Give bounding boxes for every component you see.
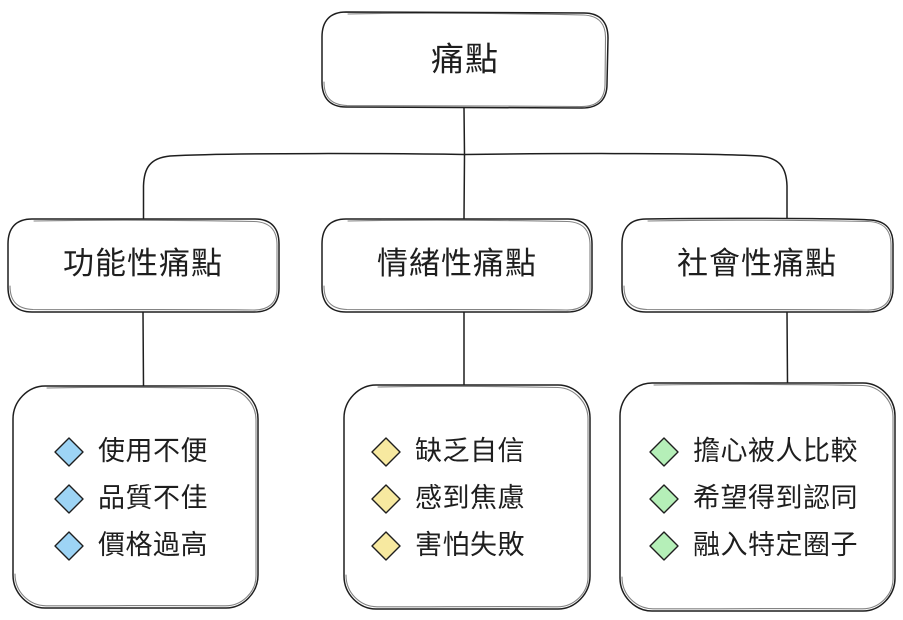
connector-root-to-functional xyxy=(142,152,465,219)
diamond-icon xyxy=(649,437,679,467)
leaf-box-emotional-outline xyxy=(343,384,591,610)
list-item-label: 害怕失敗 xyxy=(415,530,525,560)
connector-root-trunk xyxy=(463,107,466,156)
node-branch-emotional-box-sketch xyxy=(323,219,591,311)
connector-root-to-emotional xyxy=(463,154,466,220)
list-item-label: 缺乏自信 xyxy=(415,436,525,466)
list-item-label: 品質不佳 xyxy=(98,483,208,513)
list-item-label: 價格過高 xyxy=(98,530,208,560)
node-branch-emotional-box xyxy=(321,218,593,313)
leaf-box-functional-sketch xyxy=(14,386,257,607)
list-item[interactable]: 缺乏自信 xyxy=(371,436,525,467)
list-item[interactable]: 融入特定圈子 xyxy=(649,530,858,561)
node-branch-social-box-sketch xyxy=(623,219,892,311)
list-item[interactable]: 使用不便 xyxy=(54,436,208,467)
diamond-icon xyxy=(371,531,401,561)
diamond-icon xyxy=(54,437,84,467)
diamond-icon xyxy=(371,484,401,514)
leaf-box-social[interactable]: 擔心被人比較 希望得到認同 融入特定圈子 xyxy=(619,382,896,612)
connector-functional-to-items xyxy=(142,311,145,387)
node-root-label: 痛點 xyxy=(431,41,499,78)
leaf-box-emotional-sketch xyxy=(345,385,589,608)
connector-social-to-items xyxy=(786,311,789,384)
connector-group xyxy=(142,107,789,387)
list-item-label: 感到焦慮 xyxy=(415,483,525,513)
node-root-box-sketch xyxy=(323,12,607,108)
node-root-box xyxy=(321,11,609,109)
diamond-icon xyxy=(54,531,84,561)
list-item[interactable]: 感到焦慮 xyxy=(371,483,525,514)
node-branch-social-box xyxy=(621,217,894,313)
list-item-label: 擔心被人比較 xyxy=(693,436,858,466)
list-item[interactable]: 品質不佳 xyxy=(54,483,208,514)
diamond-icon xyxy=(54,484,84,514)
node-branch-social[interactable]: 社會性痛點 xyxy=(621,217,894,313)
list-item[interactable]: 擔心被人比較 xyxy=(649,436,858,467)
diamond-icon xyxy=(649,531,679,561)
list-item[interactable]: 害怕失敗 xyxy=(371,530,525,561)
list-item-label: 希望得到認同 xyxy=(693,483,858,513)
leaf-box-functional[interactable]: 使用不便 品質不佳 價格過高 xyxy=(12,385,259,609)
leaf-box-social-outline xyxy=(619,382,896,612)
diamond-icon xyxy=(371,437,401,467)
connector-root-to-social xyxy=(464,152,788,219)
node-branch-social-label: 社會性痛點 xyxy=(677,246,837,281)
node-branch-functional-label: 功能性痛點 xyxy=(63,246,223,281)
node-root[interactable]: 痛點 xyxy=(321,11,609,109)
list-item[interactable]: 價格過高 xyxy=(54,530,208,561)
node-branch-functional-box-sketch xyxy=(9,219,278,311)
node-branch-emotional-label: 情緒性痛點 xyxy=(377,246,537,281)
list-item-label: 使用不便 xyxy=(98,436,208,466)
list-item-label: 融入特定圈子 xyxy=(693,530,858,560)
node-branch-emotional[interactable]: 情緒性痛點 xyxy=(321,218,593,313)
leaf-box-emotional[interactable]: 缺乏自信 感到焦慮 害怕失敗 xyxy=(343,384,591,610)
node-branch-functional[interactable]: 功能性痛點 xyxy=(7,218,280,313)
list-item[interactable]: 希望得到認同 xyxy=(649,483,858,514)
leaf-box-social-sketch xyxy=(621,383,894,610)
diamond-icon xyxy=(649,484,679,514)
node-branch-functional-box xyxy=(7,218,280,313)
